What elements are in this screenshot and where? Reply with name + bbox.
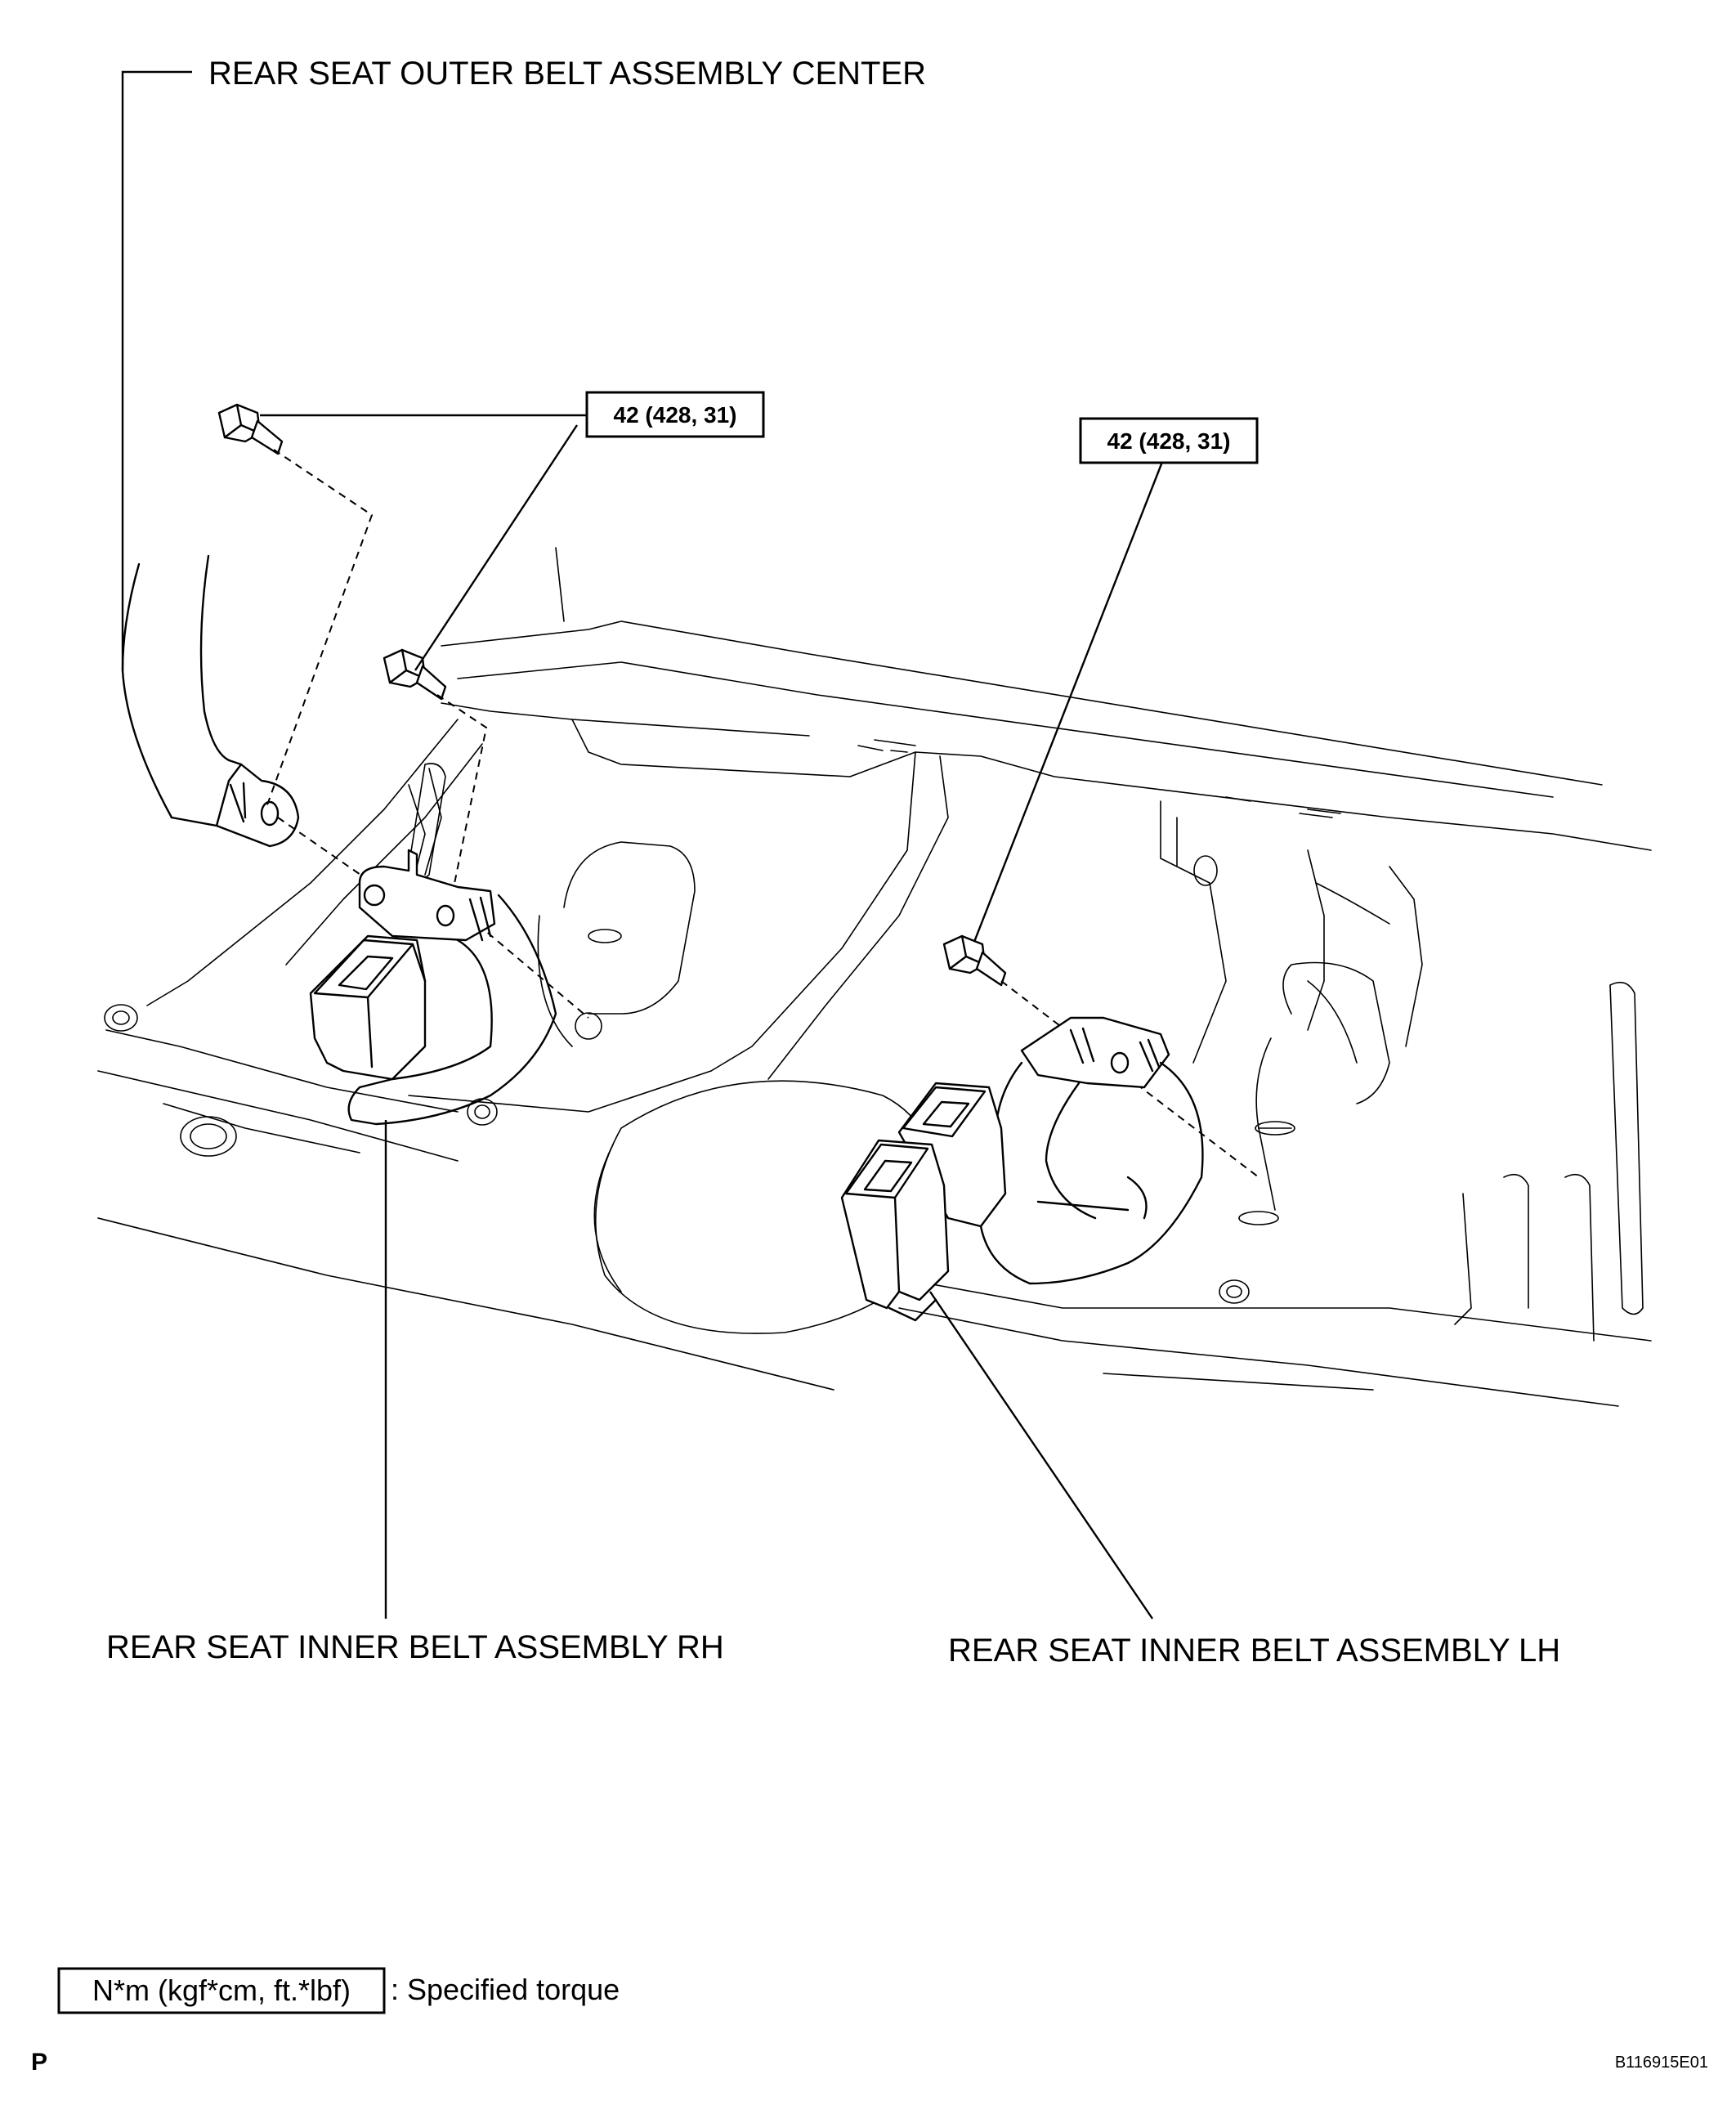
torque-value-lh: 42 (428, 31) [1107, 428, 1231, 454]
inner-belt-lh-part [840, 1016, 1204, 1322]
legend-description: : Specified torque [391, 1973, 620, 2006]
label-outer-belt-center: REAR SEAT OUTER BELT ASSEMBLY CENTER [208, 56, 926, 92]
label-inner-belt-rh: REAR SEAT INNER BELT ASSEMBLY RH [106, 1629, 724, 1665]
torque-callout-rh: 42 (428, 31) [585, 391, 765, 438]
bolt-lh [942, 934, 1007, 987]
torque-callout-lh: 42 (428, 31) [1079, 417, 1259, 464]
page-mark: P [31, 2049, 47, 2076]
figure-code: B116915E01 [1615, 2054, 1708, 2072]
torque-legend: N*m (kgf*cm, ft.*lbf) : Specified torque [57, 1967, 620, 2014]
inner-belt-rh-part [309, 849, 557, 1126]
bolt-rh-upper [217, 403, 284, 455]
outer-belt-center-part [121, 554, 300, 848]
legend-unit: N*m (kgf*cm, ft.*lbf) [92, 1973, 351, 2007]
leader-lines [121, 70, 1164, 1619]
torque-value-rh: 42 (428, 31) [614, 402, 737, 428]
label-inner-belt-lh: REAR SEAT INNER BELT ASSEMBLY LH [948, 1633, 1560, 1669]
bolt-rh-lower [383, 648, 447, 701]
